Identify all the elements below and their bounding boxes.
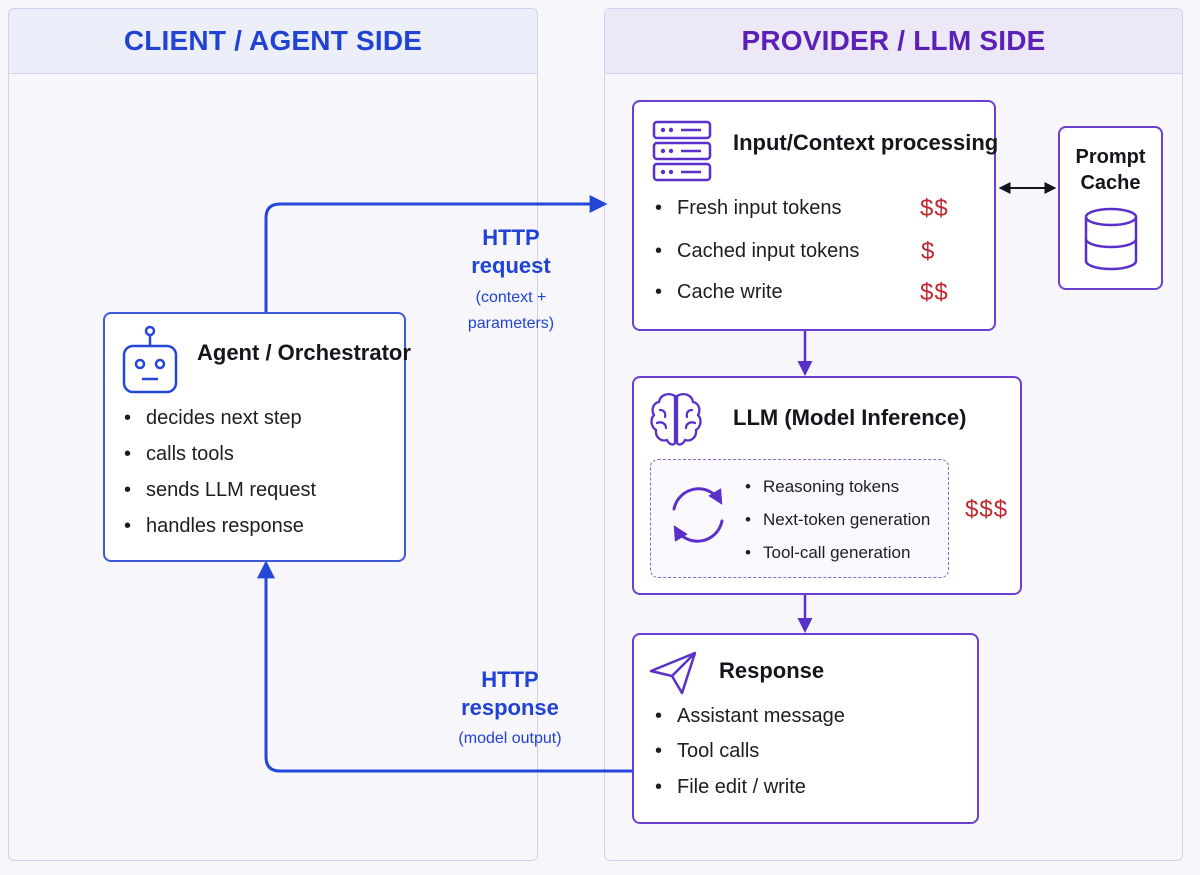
http-request-detail: (context + parameters) bbox=[441, 285, 581, 337]
paper-plane-icon bbox=[649, 651, 697, 695]
prompt-cache-title: Prompt Cache bbox=[1058, 144, 1163, 196]
http-response-label-line1: HTTP bbox=[481, 667, 539, 692]
prompt-cache-title-line2: Cache bbox=[1080, 172, 1141, 194]
client-panel-title: CLIENT / AGENT SIDE bbox=[9, 9, 537, 74]
response-title: Response bbox=[719, 658, 825, 683]
input-context-title: Input/Context processing bbox=[733, 130, 999, 155]
brain-icon bbox=[650, 393, 702, 446]
agent-item-4: handles response bbox=[124, 515, 304, 538]
llm-item-2: Next-token generation bbox=[745, 510, 930, 530]
server-stack-icon bbox=[652, 120, 712, 182]
prompt-cache-title-line1: Prompt bbox=[1075, 146, 1146, 168]
input-item-2: Cached input tokens bbox=[655, 240, 859, 263]
http-request-label-line2: request bbox=[471, 253, 551, 278]
http-response-detail: (model output) bbox=[458, 730, 562, 747]
database-icon bbox=[1084, 207, 1138, 271]
http-request-label: HTTP request bbox=[441, 224, 581, 280]
http-response-arrow bbox=[257, 560, 632, 773]
input-item-1: Fresh input tokens bbox=[655, 197, 842, 220]
refresh-cycle-icon bbox=[672, 487, 724, 543]
response-item-3: File edit / write bbox=[655, 776, 806, 799]
input-item-1-cost: $$ bbox=[920, 195, 949, 222]
provider-panel-title: PROVIDER / LLM SIDE bbox=[605, 9, 1182, 74]
llm-item-1: Reasoning tokens bbox=[745, 477, 899, 497]
input-item-3: Cache write bbox=[655, 281, 783, 304]
http-response-label: HTTP response bbox=[440, 666, 580, 722]
agent-item-3: sends LLM request bbox=[124, 479, 316, 502]
http-request-detail-line1: (context + bbox=[475, 289, 547, 306]
response-item-2: Tool calls bbox=[655, 740, 759, 763]
llm-title: LLM (Model Inference) bbox=[733, 405, 967, 430]
llm-cost: $$$ bbox=[965, 496, 1009, 523]
response-item-1: Assistant message bbox=[655, 705, 845, 728]
http-response-label-line2: response bbox=[461, 695, 559, 720]
robot-icon bbox=[122, 325, 178, 394]
http-request-arrow bbox=[264, 195, 608, 312]
agent-item-2: calls tools bbox=[124, 443, 234, 466]
input-item-2-cost: $ bbox=[921, 238, 936, 265]
llm-item-3: Tool-call generation bbox=[745, 543, 910, 563]
agent-title: Agent / Orchestrator bbox=[197, 340, 411, 365]
agent-item-1: decides next step bbox=[124, 407, 302, 430]
http-request-detail-line2: parameters) bbox=[467, 315, 555, 332]
input-item-3-cost: $$ bbox=[920, 279, 949, 306]
http-request-label-line1: HTTP bbox=[482, 225, 540, 250]
client-panel: CLIENT / AGENT SIDE bbox=[8, 8, 538, 861]
